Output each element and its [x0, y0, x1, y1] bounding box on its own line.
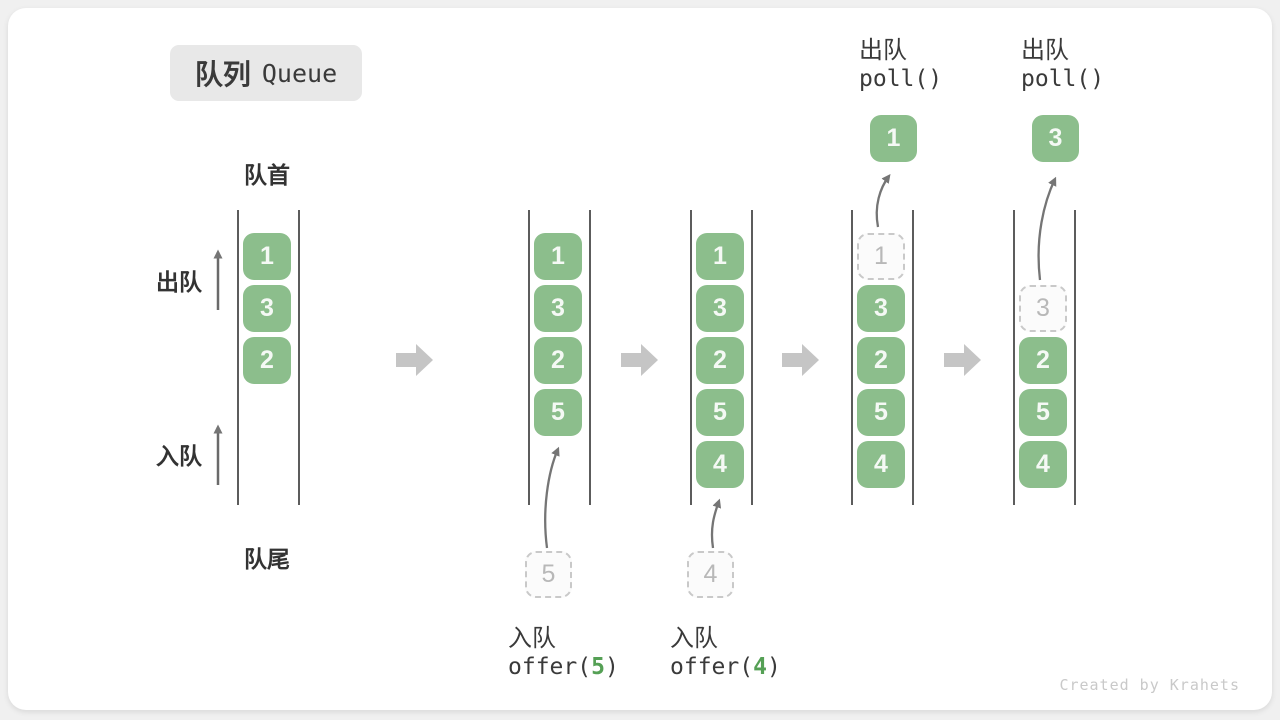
state-initial-cell-2: 3 [243, 285, 291, 332]
state-poll-1-cell-4: 5 [857, 389, 905, 436]
state-offer-5-right-wall [589, 210, 591, 505]
state-offer-4-cell-2: 3 [696, 285, 744, 332]
state-offer-4-pending-box: 4 [687, 551, 734, 598]
label-dequeue-left: 出队 [156, 269, 202, 295]
state-poll-3-cell-4: 5 [1019, 389, 1067, 436]
state-poll-3-left-wall [1013, 210, 1015, 505]
state-offer-4-cell-5: 4 [696, 441, 744, 488]
state-poll-1-right-wall [912, 210, 914, 505]
title-chinese: 队列 [194, 59, 251, 90]
state-offer-4-right-wall [751, 210, 753, 505]
diagram-card [8, 8, 1272, 710]
state-offer-5-pending-box: 5 [525, 551, 572, 598]
state-poll-3-caption-cn: 出队 [1021, 37, 1069, 64]
state-poll-1-result-box: 1 [870, 115, 917, 162]
state-poll-3-cell-3: 2 [1019, 337, 1067, 384]
state-offer-5-cell-4: 5 [534, 389, 582, 436]
state-poll-1-caption-code: poll() [859, 66, 943, 92]
state-offer-4-caption-code: offer(4) [670, 654, 781, 680]
state-poll-1-cell-5: 4 [857, 441, 905, 488]
title-badge: 队列 Queue [170, 45, 362, 101]
state-offer-5-caption-code: offer(5) [508, 654, 619, 680]
title-english: Queue [261, 58, 338, 88]
state-offer-5-left-wall [528, 210, 530, 505]
state-initial-cell-3: 2 [243, 337, 291, 384]
state-offer-5-cell-1: 1 [534, 233, 582, 280]
state-offer-4-left-wall [690, 210, 692, 505]
label-queue-front: 队首 [244, 162, 290, 188]
state-poll-1-cell-3: 2 [857, 337, 905, 384]
state-offer-5-cell-2: 3 [534, 285, 582, 332]
state-poll-3-cell-5: 4 [1019, 441, 1067, 488]
state-offer-4-cell-4: 5 [696, 389, 744, 436]
state-initial-cell-1: 1 [243, 233, 291, 280]
state-offer-5-caption-cn: 入队 [508, 625, 556, 652]
state-offer-5-cell-3: 2 [534, 337, 582, 384]
state-offer-4-cell-1: 1 [696, 233, 744, 280]
credit-text: Created by Krahets [1059, 676, 1240, 694]
state-poll-3-right-wall [1074, 210, 1076, 505]
state-poll-3-caption-code: poll() [1021, 66, 1105, 92]
state-offer-4-caption-cn: 入队 [670, 625, 718, 652]
state-poll-1-cell-2: 3 [857, 285, 905, 332]
state-initial-left-wall [237, 210, 239, 505]
state-poll-3-result-box: 3 [1032, 115, 1079, 162]
state-poll-3-cell-2: 3 [1019, 285, 1067, 332]
state-poll-1-caption-cn: 出队 [859, 37, 907, 64]
label-enqueue-left: 入队 [156, 443, 202, 469]
state-initial-right-wall [298, 210, 300, 505]
state-offer-4-cell-3: 2 [696, 337, 744, 384]
label-queue-rear: 队尾 [244, 546, 290, 572]
state-poll-1-left-wall [851, 210, 853, 505]
state-poll-1-cell-1: 1 [857, 233, 905, 280]
